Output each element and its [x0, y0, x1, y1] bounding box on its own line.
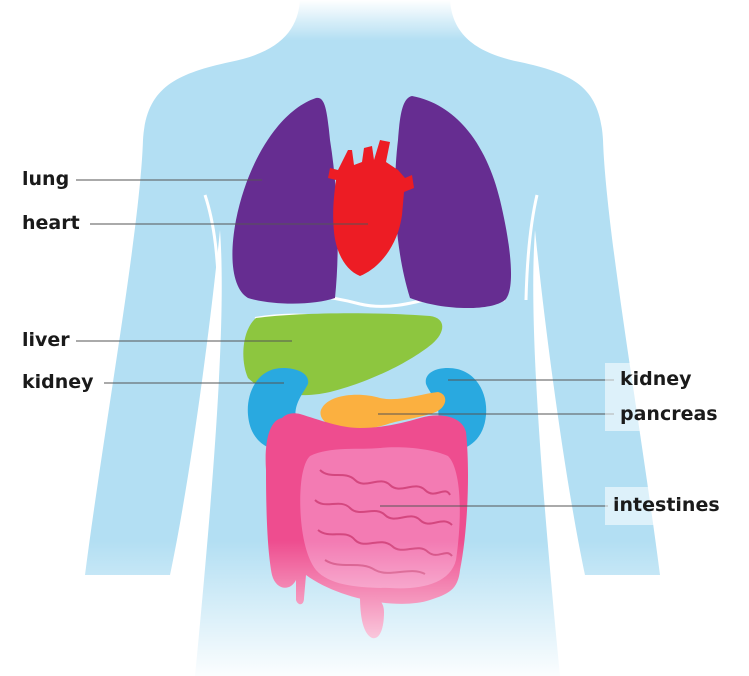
- label-kidney-left: kidney: [22, 371, 94, 393]
- label-heart: heart: [22, 212, 80, 234]
- label-liver: liver: [22, 329, 70, 351]
- label-lung: lung: [22, 168, 69, 190]
- label-kidney-right: kidney: [620, 368, 692, 390]
- label-intestines: intestines: [613, 494, 720, 516]
- label-pancreas: pancreas: [620, 403, 718, 425]
